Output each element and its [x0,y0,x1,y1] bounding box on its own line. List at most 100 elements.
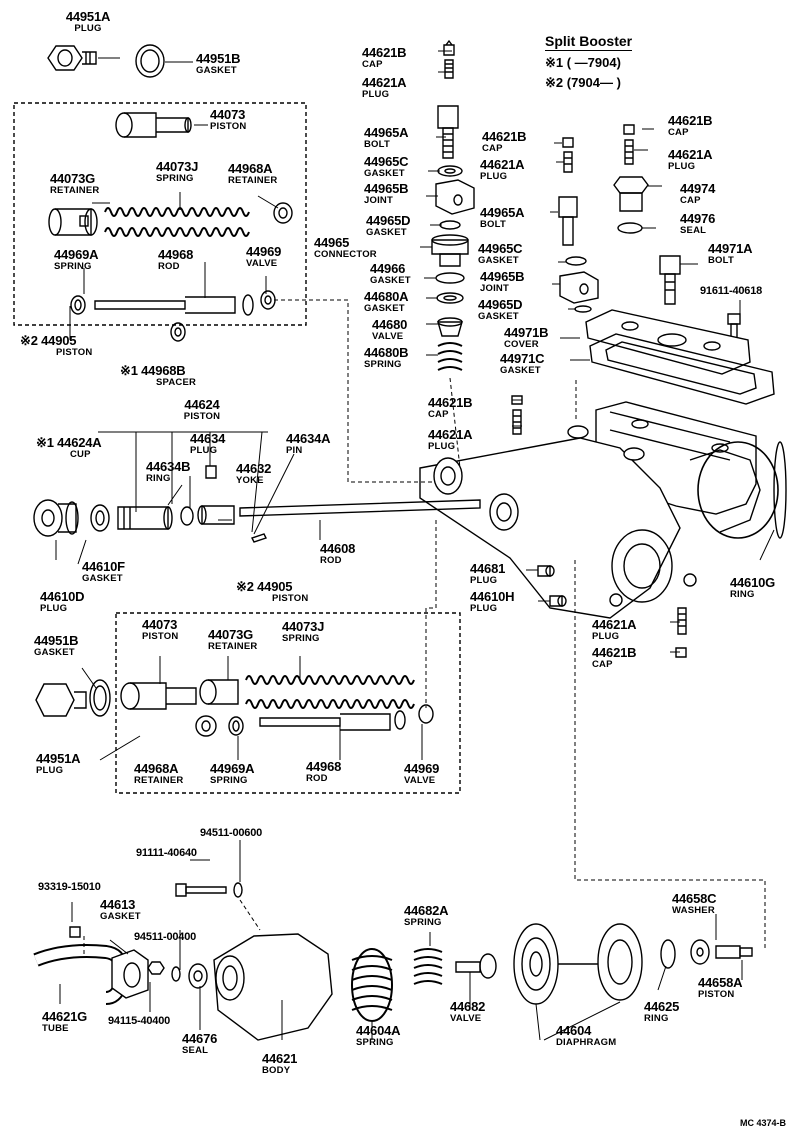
gasket-44966 [435,272,465,284]
pin-44634A [251,533,267,543]
retainer-44073G-mid [199,679,239,705]
valve-44969-top [260,290,276,310]
piston-44073-top [115,112,192,138]
gasket-44971C [589,333,775,405]
gasket-44965C-a [437,165,463,177]
plug-44621A-e [677,607,687,635]
label-94115-40400: 94115-40400 [108,1015,171,1027]
plug-44634 [205,465,217,479]
piston-44073-mid [120,682,197,710]
spring-44604A [351,948,393,1022]
cap-44621B-b [562,137,574,148]
cap-44621B-a [443,39,455,56]
ring-44610G-shape [773,441,787,539]
yoke-44632 [197,505,235,525]
cap-44621B-d [511,395,523,405]
nut-94115-40400 [147,961,165,975]
label-91111-40640: 91111-40640 [136,847,197,859]
cup-44624A [90,504,110,532]
ring-44634B [180,506,194,526]
gasket-44951B-mid [89,679,111,717]
gasket-44951B-top [135,44,165,78]
joint-44965B-a [435,179,475,215]
cover-44971B [585,309,751,375]
diaphragm-44604 [513,923,643,1005]
plug-44951A-mid [35,683,87,717]
washer-94511-00400 [171,966,181,982]
connector-44965 [431,234,469,267]
plug-44681 [537,565,555,577]
plug-44621A-c [624,139,634,165]
plug-44951A-top [47,45,97,71]
retainer-44968A-mid [195,715,217,737]
body-44621 [213,933,333,1041]
booster-housing [419,401,787,619]
valve-44682 [455,953,497,979]
legend-title: Split Booster [545,33,633,51]
gasket-44965D-b [574,305,592,313]
spacer-44968B [170,322,186,342]
bolt-91111-40640 [175,883,227,897]
leader-lines [55,50,775,1041]
gasket-44610F [65,501,79,535]
label-91611-40618: 91611-40618 [700,285,763,297]
label-93319-15010: 93319-15010 [38,881,101,893]
bolt-44965A-b [558,196,578,246]
spring-44073J-top [104,207,250,237]
seal-44976 [617,222,643,234]
piston-44658A [715,945,753,959]
cap-44621B-c [623,124,635,135]
legend: Split Booster ※1 ( —7904) ※2 (7904— ) [545,33,633,91]
legend-row-2: ※2 (7904— ) [545,75,621,90]
valve-44969-mid [418,704,434,724]
rod-44608 [239,499,481,517]
bolt-44971A [659,255,681,305]
spring-44969A-top [70,295,86,315]
legend-row-1: ※1 ( —7904) [545,55,621,70]
